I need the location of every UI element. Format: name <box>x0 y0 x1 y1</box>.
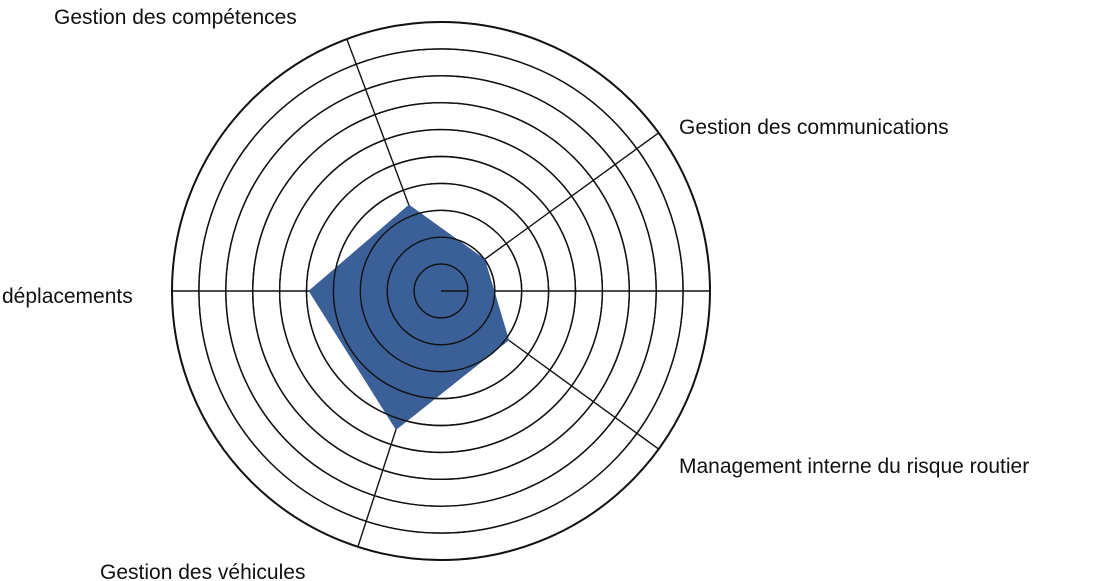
overlay-ring-4 <box>332 182 550 400</box>
axis-label-management: Management interne du risque routier <box>679 455 1029 478</box>
series-point-3 <box>395 428 397 431</box>
series-point-2 <box>507 339 510 341</box>
overlay-ring-5 <box>305 155 577 427</box>
axis-label-communications: Gestion des communications <box>679 116 949 139</box>
overlay-ring-3 <box>359 209 523 373</box>
series-point-1 <box>483 258 486 261</box>
axis-label-vehicules: Gestion des véhicules <box>100 561 305 581</box>
overlay-ring-9 <box>198 48 684 534</box>
overlay-ring-8 <box>225 75 657 507</box>
overlay-ring-10 <box>171 21 711 561</box>
axis-label-competences: Gestion des compétences <box>54 6 297 29</box>
axis-label-deplacements: déplacements <box>2 285 133 308</box>
overlay-ring-7 <box>251 101 631 481</box>
overlay-ring-2 <box>386 236 496 346</box>
overlay-ring-6 <box>278 128 604 454</box>
series-area <box>308 204 510 430</box>
radar-series <box>171 21 711 561</box>
series-point-4 <box>308 290 311 292</box>
series-point-0 <box>408 204 410 207</box>
